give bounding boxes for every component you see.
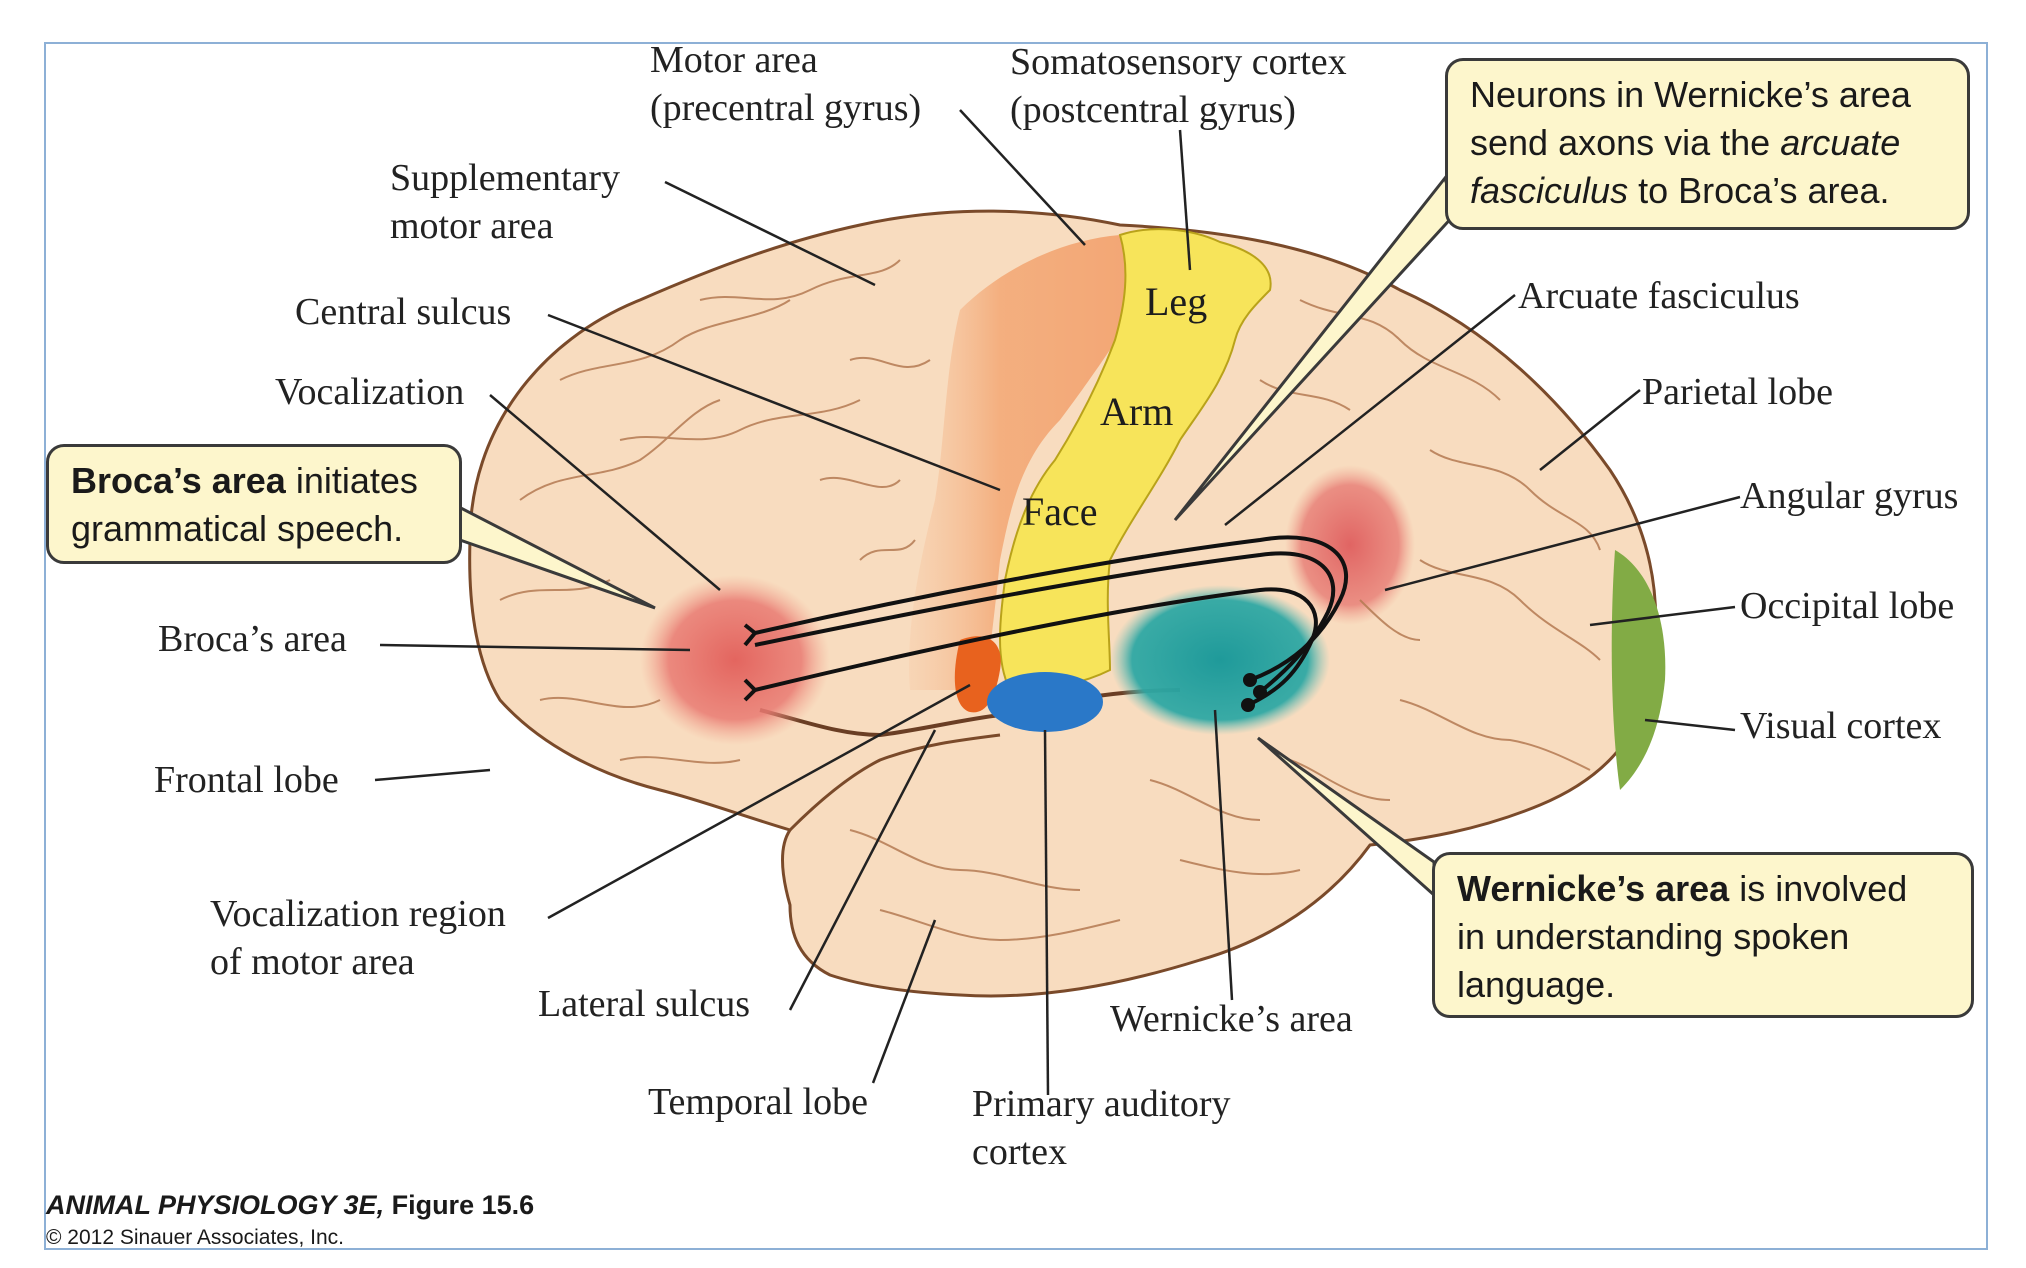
arm-label: Arm bbox=[1100, 389, 1174, 434]
callout-arcuate-line2a: send axons via the bbox=[1470, 122, 1781, 163]
supp-line1: Supplementary bbox=[390, 157, 621, 199]
fiber-broca-endings bbox=[743, 623, 757, 702]
callout-arcuate-line2b: arcuate bbox=[1780, 122, 1901, 163]
supp-line2: motor area bbox=[390, 205, 554, 247]
parietal-lobe-label: Parietal lobe bbox=[1642, 371, 1833, 413]
supplementary-motor-area-label: Supplementary motor area bbox=[390, 154, 620, 250]
somatosensory-label: Somatosensory cortex (postcentral gyrus) bbox=[1010, 38, 1347, 134]
callout-wernicke: Wernicke’s area is involved in understan… bbox=[1432, 852, 1974, 1018]
motor-area-label: Motor area (precentral gyrus) bbox=[650, 36, 921, 132]
figure-credit: ANIMAL PHYSIOLOGY 3E, Figure 15.6 bbox=[46, 1190, 534, 1221]
callout-wernicke-line3: language. bbox=[1457, 964, 1616, 1005]
callout-broca-line2: grammatical speech. bbox=[71, 508, 404, 549]
wernickes-area-region bbox=[1110, 585, 1330, 735]
wernickes-area-label: Wernicke’s area bbox=[1110, 998, 1353, 1040]
visual-cortex-label: Visual cortex bbox=[1740, 705, 1942, 747]
primary-auditory-region bbox=[987, 672, 1103, 732]
callout-wernicke-line2: in understanding spoken bbox=[1457, 916, 1850, 957]
primary-auditory-line1: Primary auditory bbox=[972, 1083, 1231, 1125]
callout-wernicke-line1: Wernicke’s area is involved bbox=[1457, 865, 1949, 913]
gyri-lines bbox=[499, 259, 1601, 942]
callout-wernicke-rest: is involved bbox=[1729, 868, 1908, 909]
leg-label: Leg bbox=[1145, 279, 1208, 324]
temporal-lobe-edge bbox=[788, 733, 1001, 832]
credit-book: ANIMAL PHYSIOLOGY 3E, bbox=[46, 1190, 385, 1220]
visual-cortex-region bbox=[1611, 550, 1666, 790]
brocas-area-label: Broca’s area bbox=[158, 618, 347, 660]
primary-auditory-cortex-label: Primary auditory cortex bbox=[972, 1080, 1231, 1176]
somatosensory-region bbox=[999, 228, 1272, 692]
occipital-lobe-label: Occipital lobe bbox=[1740, 585, 1955, 627]
vocalization-region-of-motor-area bbox=[954, 636, 1001, 713]
callout-arcuate-line3a: fasciculus bbox=[1470, 170, 1629, 211]
somatosensory-line2: (postcentral gyrus) bbox=[1010, 89, 1296, 131]
callout-wernicke-bold: Wernicke’s area bbox=[1457, 868, 1730, 909]
leader-lines bbox=[374, 109, 1741, 1096]
angular-gyrus-region bbox=[1285, 465, 1415, 625]
arcuate-fasciculus-label: Arcuate fasciculus bbox=[1518, 275, 1800, 317]
brocas-area-region bbox=[640, 575, 830, 745]
motor-area-line1: Motor area bbox=[650, 39, 818, 81]
callout-arcuate: Neurons in Wernicke’s area send axons vi… bbox=[1445, 58, 1970, 230]
motor-area-region bbox=[909, 235, 1136, 690]
callout-arcuate-line1: Neurons in Wernicke’s area bbox=[1470, 74, 1911, 115]
voc-region-line2: of motor area bbox=[210, 941, 415, 983]
credit-figure: Figure 15.6 bbox=[384, 1190, 535, 1220]
primary-auditory-line2: cortex bbox=[972, 1131, 1067, 1173]
callout-arcuate-line2: send axons via the arcuate bbox=[1470, 119, 1945, 167]
arcuate-fasciculus-fibers bbox=[754, 535, 1348, 707]
fiber-terminals bbox=[1241, 673, 1267, 712]
callout-broca-line1: Broca’s area initiates bbox=[71, 457, 437, 505]
frontal-lobe-label: Frontal lobe bbox=[154, 759, 339, 801]
callout-broca: Broca’s area initiates grammatical speec… bbox=[46, 444, 462, 564]
copyright-notice: © 2012 Sinauer Associates, Inc. bbox=[46, 1226, 344, 1249]
vocalization-label: Vocalization bbox=[275, 371, 465, 413]
callout-arcuate-line3: fasciculus to Broca’s area. bbox=[1470, 167, 1945, 215]
callout-arcuate-line3b: to Broca’s area. bbox=[1628, 170, 1890, 211]
motor-area-line2: (precentral gyrus) bbox=[650, 87, 922, 129]
face-label: Face bbox=[1022, 489, 1098, 534]
somatosensory-line1: Somatosensory cortex bbox=[1010, 41, 1347, 83]
lateral-sulcus-label: Lateral sulcus bbox=[538, 983, 751, 1025]
vocalization-region-label: Vocalization region of motor area bbox=[210, 890, 506, 986]
callout-broca-bold: Broca’s area bbox=[71, 460, 286, 501]
voc-region-line1: Vocalization region bbox=[210, 893, 506, 935]
callout-broca-rest: initiates bbox=[285, 460, 418, 501]
angular-gyrus-label: Angular gyrus bbox=[1740, 475, 1959, 517]
temporal-lobe-label: Temporal lobe bbox=[648, 1081, 868, 1123]
central-sulcus-label: Central sulcus bbox=[295, 291, 512, 333]
